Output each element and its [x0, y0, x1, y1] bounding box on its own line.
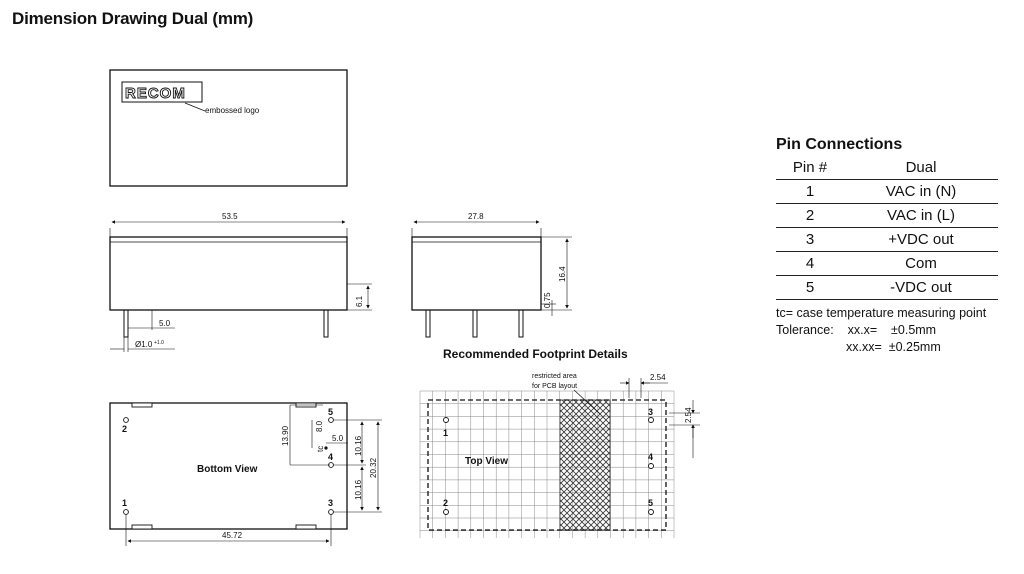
- fp-pitch-v-label: 2.54: [684, 407, 693, 423]
- pin-number: 1: [805, 183, 815, 200]
- pin-function: -VDC out: [890, 279, 952, 296]
- bv-dim-13-90: 13.90: [281, 425, 290, 446]
- bv-dim-10-16-a: 10.16: [354, 435, 363, 456]
- logo-text: RECOM: [125, 85, 186, 102]
- standoff-label: 6.1: [355, 295, 364, 307]
- pin-function: VAC in (L): [886, 207, 956, 224]
- pin-connections-title: Pin Connections: [776, 136, 903, 153]
- side-pin-left: [123, 309, 129, 338]
- bv-pin-5-label: 5: [328, 407, 333, 417]
- pin-function: VAC in (N): [885, 183, 957, 200]
- end-view: 27.8 16.4 0.75: [411, 212, 572, 338]
- fp-pin-2-pad: [443, 509, 449, 515]
- pin-number: 2: [805, 207, 815, 224]
- fp-pin-5-label: 5: [648, 498, 653, 508]
- pin-connections-panel: Pin Connections Pin # Dual 1 VAC in (N) …: [776, 136, 1000, 356]
- fp-pin-2-label: 2: [443, 498, 448, 508]
- bottom-view-label: Bottom View: [197, 464, 258, 475]
- logo-leader: [184, 102, 206, 112]
- end-height-label: 16.4: [558, 266, 567, 282]
- table-row: 3 +VDC out: [776, 228, 998, 252]
- col-dual-header: Dual: [905, 159, 937, 176]
- end-pinlen-label: 0.75: [543, 292, 552, 308]
- bv-dim-8-0: 8.0: [315, 420, 324, 432]
- pin-number: 5: [805, 279, 815, 296]
- pin-connections-table: Pin # Dual 1 VAC in (N) 2 VAC in (L) 3 +…: [776, 156, 998, 300]
- col-pin-header: Pin #: [792, 159, 828, 176]
- end-width-label: 27.8: [468, 212, 484, 221]
- logo-note: embossed logo: [205, 106, 260, 115]
- table-row: 1 VAC in (N): [776, 180, 998, 204]
- bv-dim-45-72: 45.72: [222, 531, 243, 540]
- restricted-note-1: restricted area: [532, 373, 577, 380]
- end-pin-2: [472, 309, 478, 338]
- tc-note: tc= case temperature measuring point: [776, 306, 987, 320]
- fp-pin-4-pad: [648, 463, 654, 469]
- table-row: 2 VAC in (L): [776, 204, 998, 228]
- bv-dim-5-0: 5.0: [332, 434, 344, 443]
- tolerance-label: Tolerance:: [776, 323, 834, 337]
- fp-pin-5-pad: [648, 509, 654, 515]
- fp-pitch-h-label: 2.54: [650, 373, 666, 382]
- tolerance-line-1: Tolerance: xx.x= ±0.5mm: [776, 322, 1000, 339]
- pin-number: 4: [805, 255, 815, 272]
- pin-notes: tc= case temperature measuring point Tol…: [776, 305, 1000, 356]
- table-row: 4 Com: [776, 252, 998, 276]
- pin-diameter-label: Ø1.0: [135, 340, 153, 349]
- bv-pin-2-label: 2: [122, 424, 127, 434]
- bottom-outline: [109, 402, 348, 530]
- bv-pin-4-label: 4: [328, 452, 333, 462]
- bv-pin-2-pad: [123, 417, 129, 423]
- pin-function: +VDC out: [888, 231, 954, 248]
- side-pin-right: [323, 309, 329, 338]
- footprint: Recommended Footprint Details restricted…: [419, 347, 700, 538]
- bv-pin-5-pad: [328, 417, 334, 423]
- page-title: Dimension Drawing Dual (mm): [12, 9, 254, 28]
- end-pin-1: [425, 309, 431, 338]
- restricted-area: [559, 399, 611, 531]
- fp-pin-1-pad: [443, 417, 449, 423]
- end-body-outline: [411, 236, 542, 311]
- side-pitch-label: 5.0: [159, 319, 171, 328]
- footprint-grid: [419, 390, 675, 538]
- pin-diameter-tol: +1.0: [154, 340, 164, 346]
- bottom-view: 2 1 5 4 3 tc Bottom View 13.90 8.0 5.0 1…: [109, 402, 382, 546]
- bv-pin-1-pad: [123, 509, 129, 515]
- bv-dim-10-16-b: 10.16: [354, 479, 363, 500]
- fp-pin-1-label: 1: [443, 428, 448, 438]
- tolerance-1-key: xx.x=: [847, 323, 878, 337]
- pin-function: Com: [905, 255, 937, 272]
- table-row: 5 -VDC out: [776, 276, 998, 300]
- fp-pin-3-label: 3: [648, 407, 653, 417]
- logo-box: [121, 81, 203, 103]
- tolerance-2-key: xx.xx=: [846, 340, 882, 354]
- fp-pin-4-label: 4: [648, 452, 653, 462]
- side-view: 53.5 5.0 Ø1.0 +1.0 6.1: [109, 212, 372, 352]
- tc-label: tc: [316, 446, 325, 452]
- footprint-title: Recommended Footprint Details: [443, 347, 628, 361]
- tolerance-1-value: ±0.5mm: [891, 323, 937, 337]
- top-view: RECOM embossed logo: [109, 69, 348, 187]
- restricted-note-2: for PCB layout: [532, 383, 577, 390]
- bv-pin-3-label: 3: [328, 498, 333, 508]
- pin-number: 3: [805, 231, 815, 248]
- top-view-outline: [109, 69, 348, 187]
- bv-dim-20-32: 20.32: [369, 457, 378, 478]
- bv-pin-1-label: 1: [122, 498, 127, 508]
- side-body-outline: [109, 236, 348, 311]
- tolerance-line-2: xx.xx= ±0.25mm: [776, 339, 1000, 356]
- pin-table-header: Pin # Dual: [776, 156, 998, 180]
- tolerance-2-value: ±0.25mm: [888, 340, 941, 354]
- bv-pin-3-pad: [328, 509, 334, 515]
- tc-point: [324, 446, 328, 450]
- side-length-label: 53.5: [222, 212, 238, 221]
- fp-pin-3-pad: [648, 417, 654, 423]
- top-view-label: Top View: [465, 456, 508, 467]
- end-pin-3: [518, 309, 524, 338]
